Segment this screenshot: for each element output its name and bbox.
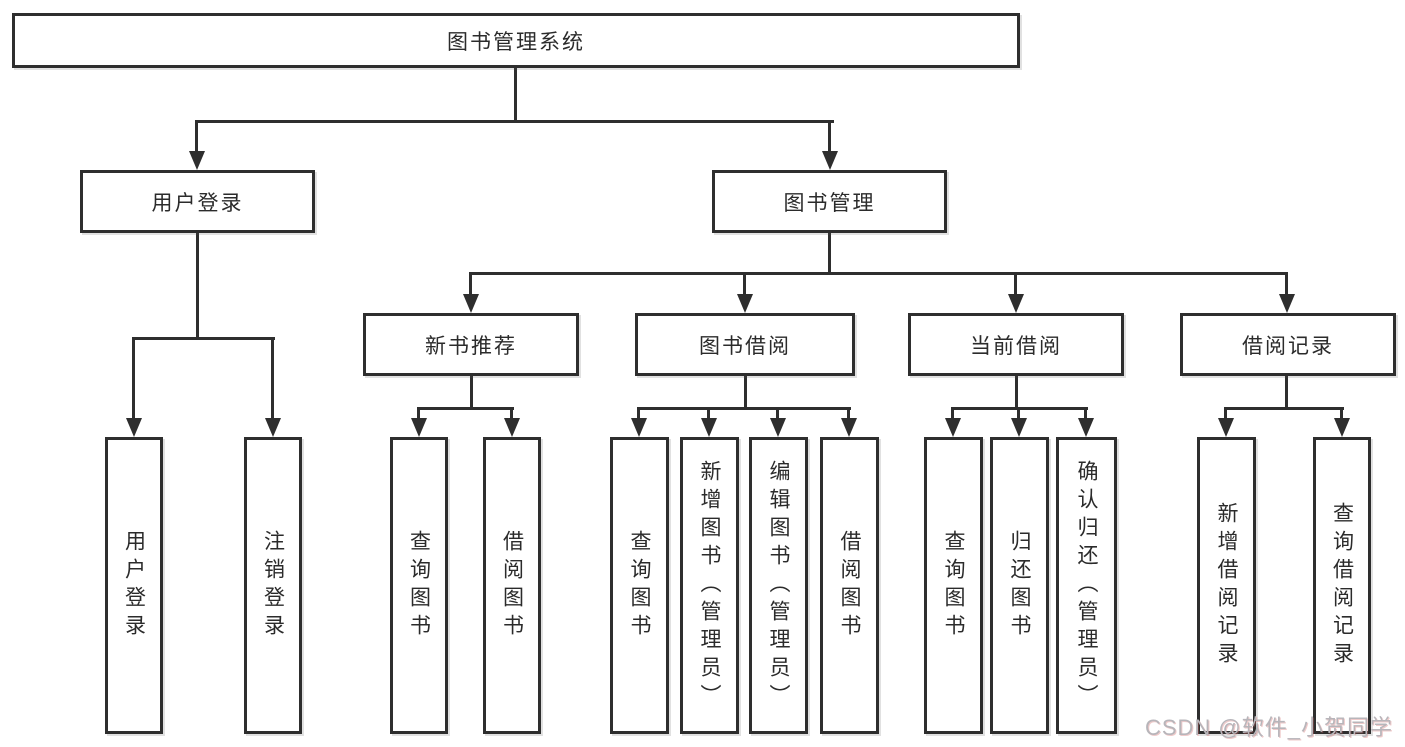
connector-line bbox=[196, 120, 834, 123]
connector-drop bbox=[1217, 407, 1234, 437]
arrow-down-icon bbox=[503, 418, 520, 437]
arrow-down-icon bbox=[1217, 418, 1234, 437]
connector-drop bbox=[503, 407, 520, 437]
arrow-down-icon bbox=[821, 151, 838, 170]
connector-drop bbox=[1278, 272, 1295, 313]
connector-line bbox=[132, 337, 275, 340]
leaf-query-books-current: 查询图书 bbox=[924, 437, 983, 734]
connector-line bbox=[1015, 376, 1018, 409]
node-book-borrow: 图书借阅 bbox=[635, 313, 855, 376]
arrow-down-icon bbox=[840, 418, 857, 437]
connector-drop bbox=[410, 407, 427, 437]
connector-drop bbox=[462, 272, 479, 313]
arrow-down-icon bbox=[736, 294, 753, 313]
leaf-user-login: 用户登录 bbox=[105, 437, 163, 734]
leaf-edit-books-admin: 编辑图书（管理员） bbox=[749, 437, 808, 734]
connector-line bbox=[744, 376, 747, 409]
connector-drop bbox=[264, 337, 281, 437]
node-current-borrow: 当前借阅 bbox=[908, 313, 1124, 376]
arrow-down-icon bbox=[462, 294, 479, 313]
connector-drop bbox=[1007, 272, 1024, 313]
leaf-borrow-books-recommend: 借阅图书 bbox=[483, 437, 541, 734]
leaf-logout: 注销登录 bbox=[244, 437, 302, 734]
arrow-down-icon bbox=[1010, 418, 1027, 437]
connector-drop bbox=[944, 407, 961, 437]
connector-line bbox=[417, 407, 514, 410]
arrow-down-icon bbox=[125, 418, 142, 437]
connector-line bbox=[637, 407, 851, 410]
leaf-borrow-books: 借阅图书 bbox=[820, 437, 879, 734]
arrow-down-icon bbox=[410, 418, 427, 437]
arrow-down-icon bbox=[1007, 294, 1024, 313]
leaf-add-borrow-record: 新增借阅记录 bbox=[1197, 437, 1256, 734]
connector-drop bbox=[1333, 407, 1350, 437]
connector-drop bbox=[188, 120, 205, 170]
connector-drop bbox=[840, 407, 857, 437]
connector-line bbox=[470, 376, 473, 409]
node-book-management: 图书管理 bbox=[712, 170, 947, 233]
connector-drop bbox=[1077, 407, 1094, 437]
connector-line bbox=[514, 68, 517, 122]
node-user-login: 用户登录 bbox=[80, 170, 315, 233]
csdn-watermark: CSDN @软件_小贺同学 bbox=[1144, 715, 1393, 740]
connector-line bbox=[1285, 376, 1288, 409]
arrow-down-icon bbox=[769, 418, 786, 437]
connector-drop bbox=[630, 407, 647, 437]
leaf-return-books: 归还图书 bbox=[990, 437, 1049, 734]
arrow-down-icon bbox=[264, 418, 281, 437]
connector-line bbox=[196, 233, 199, 339]
connector-drop bbox=[769, 407, 786, 437]
leaf-query-borrow-record: 查询借阅记录 bbox=[1313, 437, 1371, 734]
connector-drop bbox=[700, 407, 717, 437]
connector-drop bbox=[821, 120, 838, 170]
arrow-down-icon bbox=[700, 418, 717, 437]
node-new-book-recommend: 新书推荐 bbox=[363, 313, 579, 376]
leaf-add-books-admin: 新增图书（管理员） bbox=[680, 437, 739, 734]
connector-drop bbox=[125, 337, 142, 437]
leaf-query-books-recommend: 查询图书 bbox=[390, 437, 448, 734]
arrow-down-icon bbox=[944, 418, 961, 437]
arrow-down-icon bbox=[188, 151, 205, 170]
arrow-down-icon bbox=[630, 418, 647, 437]
root-node-library-system: 图书管理系统 bbox=[12, 13, 1020, 68]
connector-drop bbox=[736, 272, 753, 313]
connector-line bbox=[1224, 407, 1344, 410]
connector-line bbox=[470, 272, 1288, 275]
arrow-down-icon bbox=[1278, 294, 1295, 313]
leaf-query-books-borrow: 查询图书 bbox=[610, 437, 669, 734]
node-borrow-records: 借阅记录 bbox=[1180, 313, 1396, 376]
connector-line bbox=[828, 233, 831, 274]
arrow-down-icon bbox=[1077, 418, 1094, 437]
leaf-confirm-return-admin: 确认归还（管理员） bbox=[1056, 437, 1117, 734]
arrow-down-icon bbox=[1333, 418, 1350, 437]
connector-drop bbox=[1010, 407, 1027, 437]
